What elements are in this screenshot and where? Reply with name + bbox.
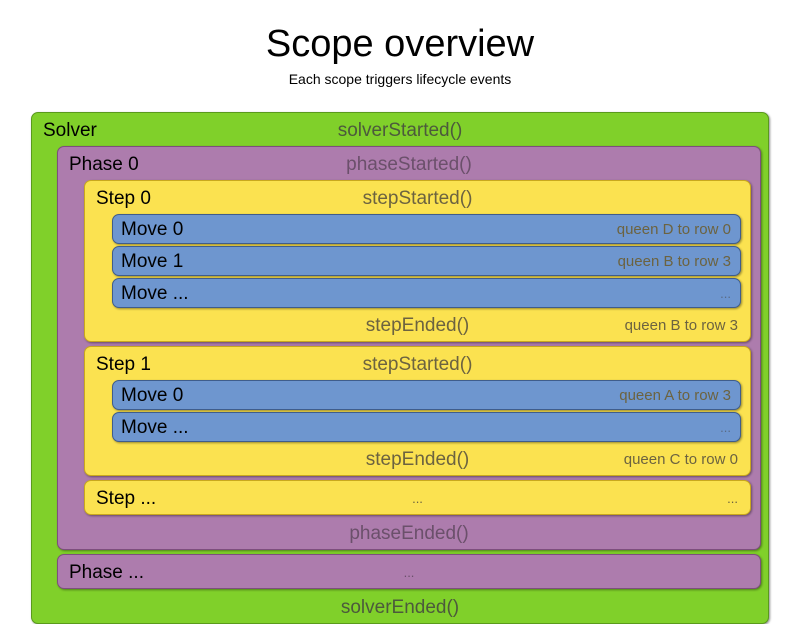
step-ended-detail: queen B to row 3 [624, 317, 738, 334]
page-title: Scope overview [265, 23, 535, 65]
phase-label: Phase 0 [69, 154, 139, 175]
step-ended-row: stepEnded() queen C to row 0 [88, 445, 747, 475]
move-label: Move 1 [121, 251, 184, 272]
move-scope: Move 1 queen B to row 3 [112, 246, 741, 276]
move-scope: Move 0 queen D to row 0 [112, 214, 741, 244]
phase-scope: Phase 0 phaseStarted() Step 0 stepStarte… [57, 146, 761, 550]
move-label: Move 0 [121, 219, 184, 240]
step-ended-row: stepEnded() queen B to row 3 [88, 311, 747, 341]
move-detail: queen D to row 0 [616, 221, 731, 238]
move-scope-ellipsis: Move ... ... [112, 412, 741, 442]
phase-ended-row: phaseEnded() [61, 519, 757, 549]
step-label: Step 0 [96, 188, 151, 209]
move-label: Move ... [121, 283, 189, 304]
solver-label: Solver [43, 120, 97, 141]
phase-started-row: Phase 0 phaseStarted() [61, 150, 757, 180]
step-ended-detail: queen C to row 0 [623, 451, 738, 468]
step-label: Step ... [96, 488, 157, 509]
step-ellipsis-row: Step ... ... ... [88, 484, 747, 514]
step-scope-ellipsis: Step ... ... ... [84, 480, 751, 515]
solver-scope: Solver solverStarted() Phase 0 phaseStar… [31, 112, 769, 624]
phase-ellipsis-row: Phase ... ... [61, 558, 757, 588]
step-started-row: Step 0 stepStarted() [88, 184, 747, 214]
move-detail: queen B to row 3 [617, 253, 731, 270]
solver-ended-event: solverEnded() [340, 597, 460, 618]
solver-started-event: solverStarted() [337, 120, 463, 141]
scope-overview-diagram: Solver solverStarted() Phase 0 phaseStar… [31, 112, 769, 624]
move-detail: queen A to row 3 [619, 387, 731, 404]
step-label: Step 1 [96, 354, 151, 375]
move-scope-ellipsis: Move ... ... [112, 278, 741, 308]
phase-label: Phase ... [69, 562, 144, 583]
solver-ended-row: solverEnded() [35, 593, 765, 623]
step-ellipsis-right: ... [727, 491, 738, 506]
step-ellipsis-center: ... [412, 491, 423, 506]
step-scope: Step 1 stepStarted() Move 0 queen A to r… [84, 346, 751, 476]
step-started-row: Step 1 stepStarted() [88, 350, 747, 380]
move-scope: Move 0 queen A to row 3 [112, 380, 741, 410]
move-detail: ... [720, 420, 731, 435]
step-scope: Step 0 stepStarted() Move 0 queen D to r… [84, 180, 751, 342]
phase-ended-event: phaseEnded() [349, 523, 469, 544]
solver-started-row: Solver solverStarted() [35, 116, 765, 146]
step-started-event: stepStarted() [362, 188, 473, 209]
phase-started-event: phaseStarted() [346, 154, 472, 175]
page-subtitle: Each scope triggers lifecycle events [288, 71, 512, 87]
step-started-event: stepStarted() [362, 354, 473, 375]
move-label: Move ... [121, 417, 189, 438]
step-ended-event: stepEnded() [365, 449, 470, 470]
phase-scope-ellipsis: Phase ... ... [57, 554, 761, 589]
move-detail: ... [720, 286, 731, 301]
page-header: Scope overview Each scope triggers lifec… [0, 0, 800, 88]
phase-ellipsis-center: ... [403, 565, 415, 580]
step-ended-event: stepEnded() [365, 315, 470, 336]
move-label: Move 0 [121, 385, 184, 406]
